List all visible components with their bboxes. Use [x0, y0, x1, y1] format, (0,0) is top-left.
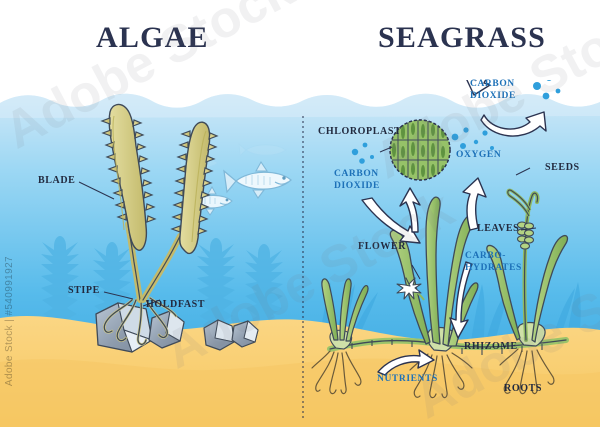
page-title-seagrass: SEAGRASS: [378, 21, 546, 54]
algae-holdfast: [103, 296, 178, 346]
label-carbon-dioxide-left-line1: CARBON: [334, 169, 379, 179]
seagrass-plant-center: [389, 196, 479, 399]
label-seeds: SEEDS: [545, 162, 580, 173]
arrow-carbohydrates: [449, 261, 473, 339]
label-nutrients: NUTRIENTS: [377, 374, 438, 384]
roots-center: [409, 352, 473, 399]
seagrass-flower: [396, 277, 425, 301]
algae-plant: [95, 103, 259, 353]
watermark-id: Adobe Stock | #540991927: [4, 256, 15, 387]
label-flower: FLOWER: [358, 241, 407, 252]
bubbles: [351, 80, 561, 164]
label-oxygen: OXYGEN: [456, 150, 502, 160]
arrow-carbon-dioxide-intake: [361, 197, 421, 244]
label-blade: BLADE: [38, 175, 76, 186]
label-chloroplast: CHLOROPLAST: [318, 126, 402, 137]
arrow-to-chloroplast: [399, 187, 421, 233]
label-carbohydrates-line1: CARBO-: [465, 251, 507, 261]
leader-flower: [411, 264, 421, 280]
page-title-algae: ALGAE: [96, 21, 209, 54]
leader-stipe: [103, 291, 134, 300]
label-leaves: LEAVES: [477, 223, 520, 234]
seagrass-plant-right: [486, 188, 569, 395]
leader-lines: [78, 146, 537, 307]
label-carbon-dioxide-top-line1: CARBON: [470, 79, 515, 89]
roots-right: [499, 348, 555, 395]
arrow-nutrients: [377, 349, 435, 376]
label-stipe: STIPE: [68, 285, 100, 296]
arrow-co2-cycle-top: [466, 80, 491, 96]
seed-pod: [516, 221, 535, 250]
process-arrows: [361, 80, 547, 376]
algae-blade-right: [170, 121, 219, 255]
algae-blade-left: [100, 103, 157, 251]
fish-large: [223, 160, 292, 199]
chloroplast-magnifier: [389, 119, 451, 181]
leader-chloroplast: [379, 146, 393, 153]
leader-leaves: [520, 227, 537, 231]
rock-cluster-right: [203, 319, 259, 351]
leader-seeds: [515, 167, 531, 176]
arrow-co2-cycle-bottom: [480, 111, 547, 137]
label-carbohydrates-line2: HYDRATES: [465, 263, 522, 273]
label-roots: ROOTS: [504, 383, 543, 394]
arrow-oxygen-release: [462, 177, 487, 231]
label-rhizome: RHIZOME: [464, 341, 518, 352]
leader-holdfast: [142, 299, 161, 307]
label-carbon-dioxide-left-line2: DIOXIDE: [334, 181, 380, 191]
label-holdfast: HOLDFAST: [146, 299, 206, 310]
seagrass-plant-left: [311, 278, 369, 395]
leader-blade: [78, 181, 115, 200]
roots-left: [311, 350, 362, 395]
header-background: [0, 0, 600, 110]
label-carbon-dioxide-top-line2: DIOXIDE: [470, 91, 516, 101]
